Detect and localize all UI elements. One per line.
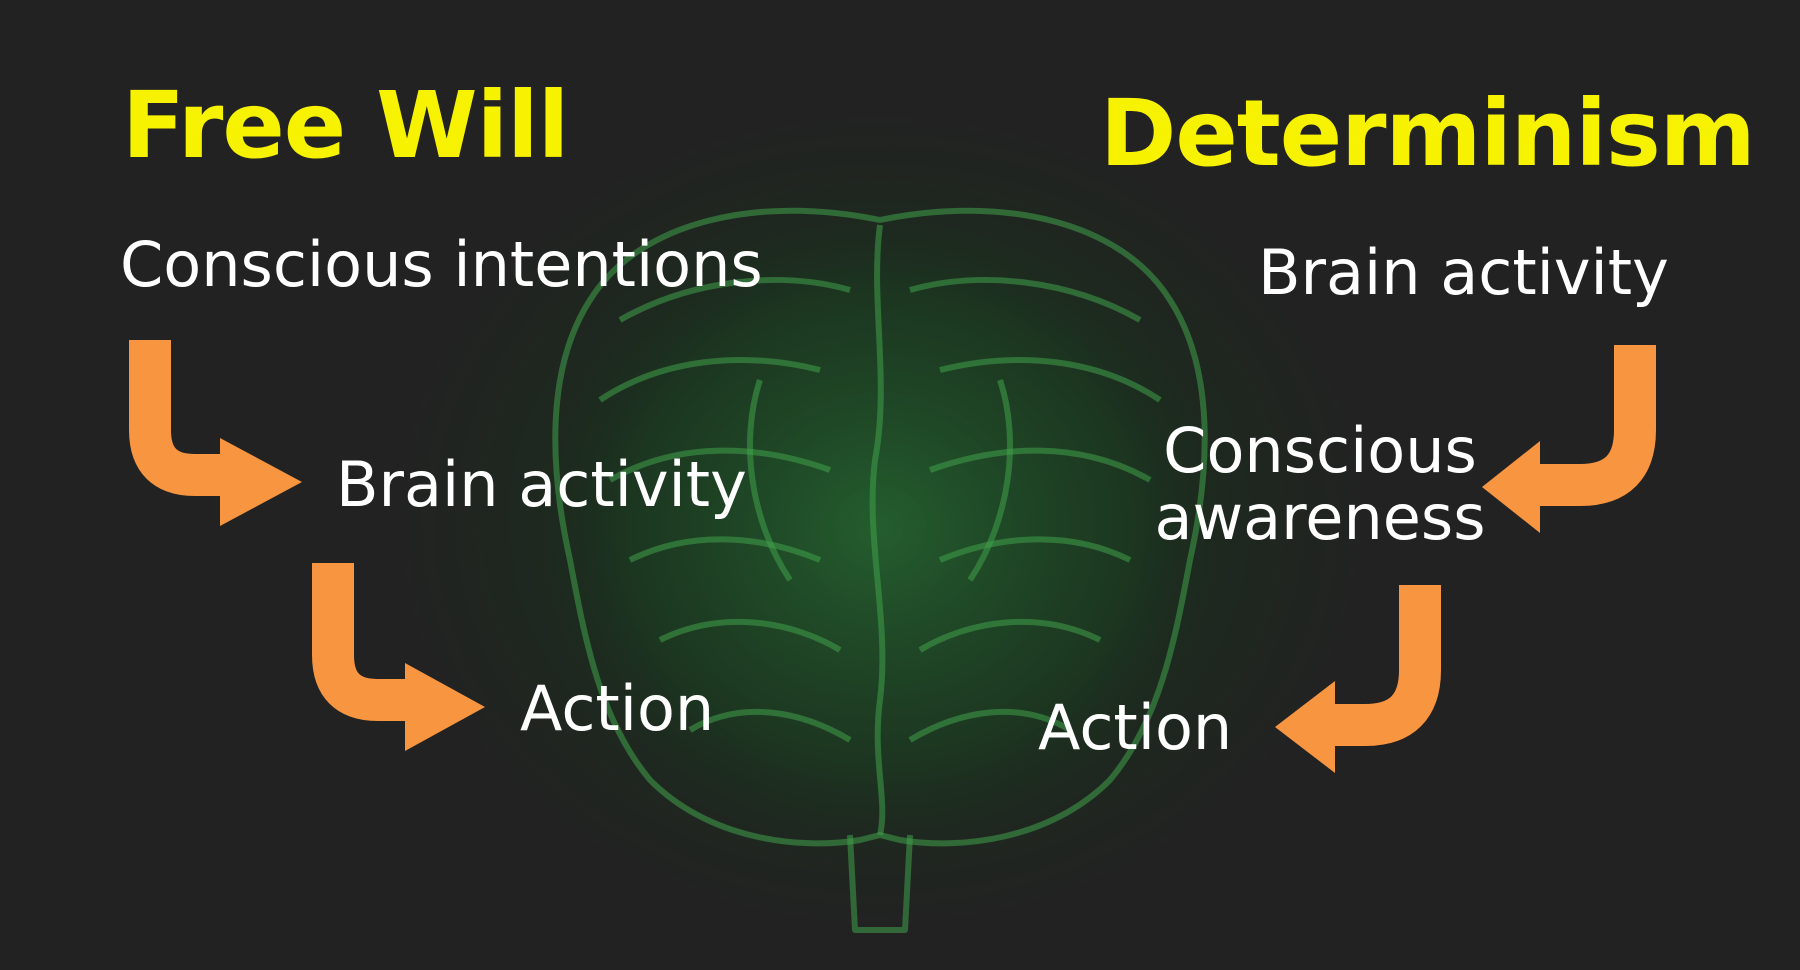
arrow-icon — [129, 340, 225, 496]
free-will-step-1: Conscious intentions — [120, 228, 763, 301]
determinism-step-3: Action — [1038, 691, 1233, 764]
free-will-step-2: Brain activity — [336, 448, 747, 521]
determinism-title: Determinism — [1100, 80, 1756, 187]
determinism-step-1: Brain activity — [1258, 236, 1669, 309]
free-will-title: Free Will — [122, 72, 569, 179]
arrowhead-icon — [220, 438, 302, 526]
arrow-icon — [312, 563, 410, 721]
determinism-step-2: Conscious awareness — [1154, 414, 1486, 554]
free-will-step-3: Action — [520, 672, 715, 745]
arrow-icon — [1535, 345, 1656, 506]
arrow-icon — [1330, 585, 1441, 746]
arrowhead-icon — [1275, 681, 1335, 773]
arrowhead-icon — [405, 663, 485, 751]
arrowhead-icon — [1482, 441, 1540, 533]
